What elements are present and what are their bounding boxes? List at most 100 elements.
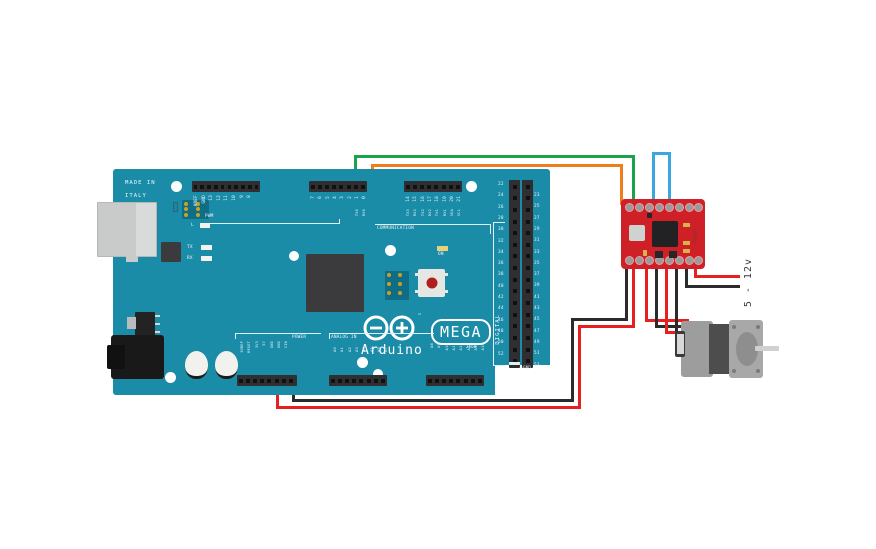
driver-top-pad[interactable] [675, 203, 684, 212]
analog-pin-label: A9 [436, 343, 442, 348]
header-pin [234, 184, 238, 189]
pin-label: 17 [427, 196, 433, 202]
header-analog-a8-a15[interactable] [426, 375, 484, 386]
pin-label: 20 [449, 196, 455, 202]
supply-positive-wire-vertical [694, 265, 697, 277]
pin-label: 18 [435, 196, 441, 202]
dc-barrel-jack[interactable] [107, 335, 164, 379]
header-digital-8-13[interactable] [192, 181, 260, 192]
power-pin-label: IOREF [240, 341, 244, 353]
pin-label: 9 [239, 195, 245, 198]
pin-label: 14 [406, 196, 411, 202]
icsp-header-left[interactable] [182, 200, 209, 219]
stepper-motor[interactable] [675, 318, 779, 380]
analog-pin-label: A7 [383, 347, 389, 352]
five-volt-wire-segment-to-driver [578, 325, 635, 328]
usb-type-b-connector[interactable] [97, 202, 157, 262]
header-digital-odd-23-53[interactable] [522, 180, 533, 368]
header-pin [525, 207, 530, 212]
driver-top-pad[interactable] [685, 203, 694, 212]
pwm-underline-tick [339, 219, 340, 224]
header-pin [456, 378, 461, 383]
stepper-driver-board[interactable] [621, 199, 705, 269]
pin-sublabel: RX3 [413, 209, 418, 217]
driver-bottom-pad[interactable] [635, 256, 644, 265]
driver-capacitor [655, 251, 663, 258]
header-pin [220, 184, 225, 189]
digital-gnd-label: GND [523, 365, 531, 370]
header-digital-even-22-52[interactable] [509, 180, 520, 368]
driver-top-pad[interactable] [635, 203, 644, 212]
driver-bottom-pad[interactable] [685, 256, 694, 265]
digital-pin-label: 47 [534, 328, 540, 334]
icsp-pad [196, 207, 200, 212]
analog-section-label: ANALOG IN [331, 335, 357, 340]
analog-pin-label: A3 [353, 347, 359, 352]
supply-positive-wire-horizontal [694, 275, 740, 278]
driver-top-pad[interactable] [655, 203, 664, 212]
five-volt-wire-segment-bottom [276, 406, 581, 409]
mega-model-number: 2560 [466, 344, 477, 349]
driver-bottom-pad[interactable] [645, 256, 654, 265]
reset-button[interactable] [415, 269, 448, 297]
header-pin [252, 378, 257, 383]
header-pin [512, 312, 517, 317]
pin-label: 3 [340, 196, 346, 199]
header-analog-a0-a7[interactable] [329, 375, 387, 386]
digital-section-rule-top [493, 222, 505, 223]
icsp-pad [183, 207, 188, 212]
driver-bottom-pad[interactable] [675, 256, 684, 265]
pin-label: 0 [362, 196, 368, 199]
digital-pin-label: 30 [498, 227, 504, 233]
driver-ic [652, 221, 678, 247]
led-power-on [437, 246, 448, 251]
driver-top-pad[interactable] [645, 203, 654, 212]
driver-top-pad[interactable] [625, 203, 634, 212]
driver-bottom-pad[interactable] [625, 256, 634, 265]
reset-button-ear [444, 273, 448, 276]
header-pin [525, 242, 530, 247]
arduino-infinity-logo [363, 315, 415, 341]
analog-pin-label: A8 [429, 343, 434, 348]
analog-pin-label: A2 [346, 347, 352, 352]
header-pin [449, 378, 454, 383]
digital-pin-label: 36 [498, 261, 504, 267]
digital-pin-label: 38 [498, 272, 504, 278]
pwm-underline [203, 223, 339, 224]
header-pin [525, 324, 530, 329]
mount-hole-bottom-left [165, 372, 176, 383]
pin-label: 6 [318, 196, 324, 199]
power-pin-label: GND [269, 341, 274, 349]
driver-top-pad[interactable] [665, 203, 674, 212]
digital-section-rule [493, 222, 494, 365]
header-digital-14-21[interactable] [404, 181, 462, 192]
header-pin [525, 254, 530, 259]
header-power[interactable] [237, 375, 297, 386]
digital-pin-label: 23 [534, 193, 540, 198]
header-digital-0-7[interactable] [309, 181, 367, 192]
header-pin [512, 231, 517, 236]
analog-pin-label: A13 [465, 343, 471, 351]
icsp-header-main[interactable] [385, 271, 409, 300]
header-pin [207, 184, 211, 189]
header-pin [346, 184, 351, 189]
motor-wire-connector[interactable] [675, 331, 685, 357]
electrolytic-capacitor-right [215, 351, 238, 379]
driver-bottom-pad[interactable] [694, 256, 703, 265]
driver-current-trimpot[interactable] [629, 225, 645, 241]
driver-top-pad[interactable] [694, 203, 703, 212]
arduino-wordmark: Arduino [361, 343, 423, 358]
header-pin [512, 254, 517, 259]
header-pin [288, 378, 293, 383]
reset-button-ear [415, 290, 419, 293]
power-pin-label: RESET [247, 341, 252, 353]
driver-capacitor [669, 251, 677, 258]
five-volt-wire-segment-rising [578, 325, 581, 407]
digital-pin-label: 39 [534, 283, 540, 289]
pin-sublabel: TX1 [435, 209, 440, 217]
header-pin [525, 335, 530, 340]
header-pin [247, 184, 252, 189]
communication-label: COMMUNICATION [377, 226, 414, 231]
header-pin [324, 184, 329, 189]
